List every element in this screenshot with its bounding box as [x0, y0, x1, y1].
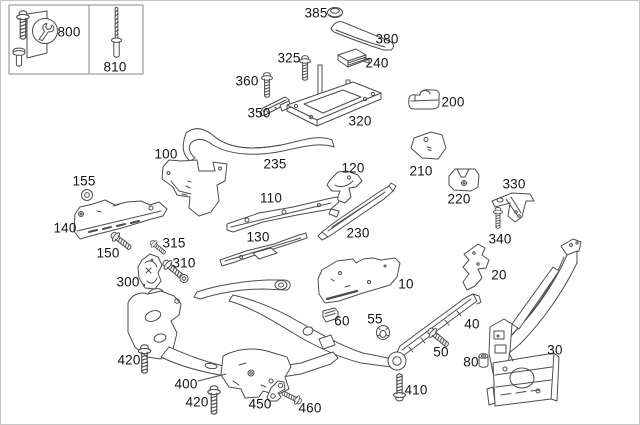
wrench-circle-icon	[32, 18, 58, 44]
callout-400[interactable]: 400	[174, 376, 198, 392]
callout-350[interactable]: 350	[247, 105, 271, 121]
callout-340[interactable]: 340	[488, 231, 512, 247]
part-80-drawing	[478, 353, 489, 368]
leader-line-400	[197, 373, 227, 382]
callout-150[interactable]: 150	[96, 245, 120, 261]
part-380-drawing	[330, 21, 394, 51]
callout-100[interactable]: 100	[154, 146, 178, 162]
part-210-drawing	[410, 131, 447, 160]
part-200-drawing	[408, 89, 440, 110]
callout-460[interactable]: 460	[298, 400, 322, 416]
bolt-325-drawing	[299, 55, 311, 81]
callout-40[interactable]: 40	[464, 316, 480, 332]
callout-240[interactable]: 240	[365, 55, 389, 71]
part-20-drawing	[462, 243, 490, 291]
callout-450[interactable]: 450	[248, 396, 272, 412]
part-10-drawing	[317, 257, 401, 304]
part-400-drawing	[127, 279, 407, 399]
callout-420-b[interactable]: 420	[185, 394, 209, 410]
callout-385[interactable]: 385	[304, 5, 328, 21]
fastener-kit-icon	[12, 10, 30, 67]
part-330-drawing	[491, 192, 535, 223]
part-320-drawing	[279, 64, 382, 127]
part-130-drawing	[219, 232, 308, 267]
callout-235[interactable]: 235	[263, 156, 287, 172]
callout-120[interactable]: 120	[341, 160, 365, 176]
callout-420-a[interactable]: 420	[117, 352, 141, 368]
part-230-drawing	[317, 182, 397, 241]
part-220-drawing	[448, 168, 480, 192]
part-40-drawing	[392, 293, 482, 362]
callout-330[interactable]: 330	[502, 176, 526, 192]
part-100-drawing	[161, 159, 228, 217]
part-140-drawing	[73, 199, 168, 240]
part-450-drawing	[266, 380, 286, 402]
callout-155[interactable]: 155	[72, 173, 96, 189]
part-240-drawing	[337, 48, 370, 68]
callout-380[interactable]: 380	[375, 31, 399, 47]
callout-130[interactable]: 130	[246, 229, 270, 245]
callout-60[interactable]: 60	[334, 313, 350, 329]
callout-310[interactable]: 310	[172, 255, 196, 271]
callout-110[interactable]: 110	[259, 190, 283, 206]
part-155-drawing	[81, 189, 93, 201]
part-30-drawing	[486, 238, 582, 407]
callout-220[interactable]: 220	[447, 191, 471, 207]
legend-800-drawing	[12, 10, 58, 67]
callout-230[interactable]: 230	[346, 225, 370, 241]
part-300-drawing	[137, 253, 163, 290]
part-235-drawing	[182, 128, 335, 162]
callout-325[interactable]: 325	[277, 50, 301, 66]
callout-10[interactable]: 10	[398, 276, 414, 292]
callout-55[interactable]: 55	[367, 311, 383, 327]
part-55-drawing	[376, 325, 390, 340]
part-120-drawing	[326, 170, 363, 204]
callout-320[interactable]: 320	[348, 113, 372, 129]
bolt-360-drawing	[261, 72, 273, 98]
part-110-drawing	[226, 196, 340, 233]
callout-410[interactable]: 410	[404, 382, 428, 398]
callout-800[interactable]: 800	[57, 24, 81, 40]
callout-810[interactable]: 810	[103, 59, 127, 75]
callout-315[interactable]: 315	[162, 235, 186, 251]
bolt-420b-drawing	[207, 385, 221, 415]
bolt-310-drawing	[159, 256, 189, 283]
legend-810-drawing	[111, 6, 122, 58]
part-385-drawing	[327, 7, 343, 18]
callout-30[interactable]: 30	[547, 342, 563, 358]
callout-300[interactable]: 300	[116, 274, 140, 290]
callout-80[interactable]: 80	[463, 354, 479, 370]
part-60-drawing	[322, 307, 339, 323]
callout-50[interactable]: 50	[433, 344, 449, 360]
callout-20[interactable]: 20	[491, 267, 507, 283]
callout-140[interactable]: 140	[53, 220, 77, 236]
callout-360[interactable]: 360	[235, 73, 259, 89]
callout-200[interactable]: 200	[441, 94, 465, 110]
bolt-340-drawing	[492, 206, 504, 229]
rivet-icon	[111, 6, 122, 58]
callout-210[interactable]: 210	[409, 163, 433, 179]
